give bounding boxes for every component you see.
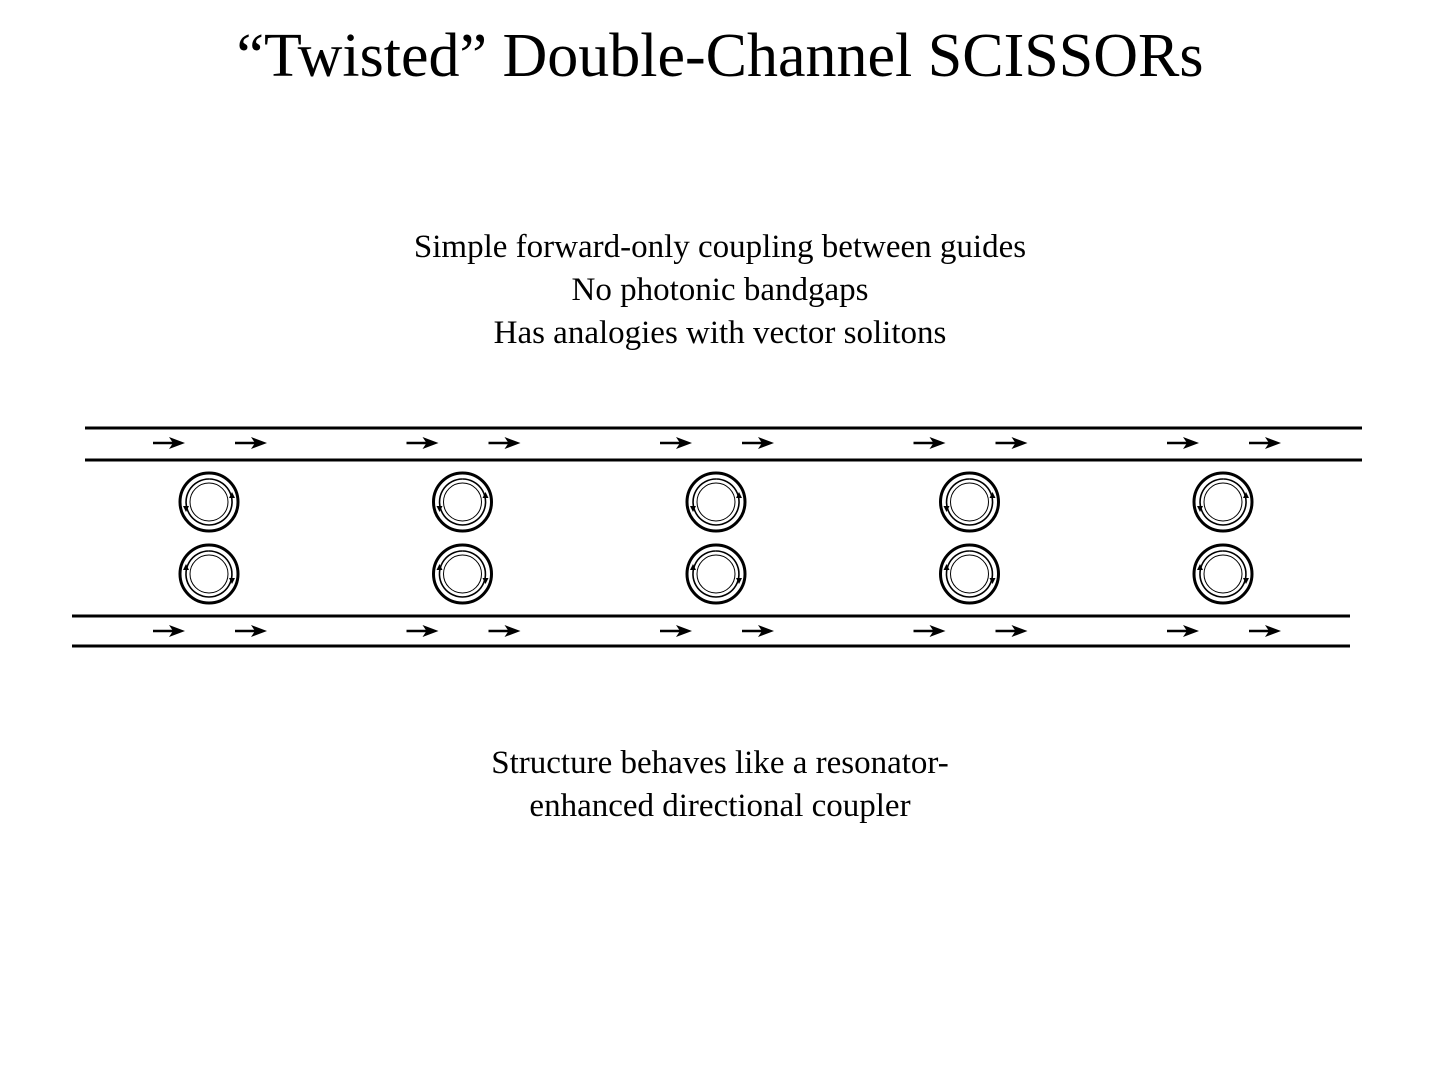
scissor-diagram bbox=[72, 426, 1362, 648]
propagation-arrow-icon bbox=[406, 437, 439, 449]
propagation-arrow-icon bbox=[1249, 625, 1281, 637]
bullet-item: Simple forward-only coupling between gui… bbox=[413, 229, 1027, 265]
caption-line: enhanced directional coupler bbox=[529, 788, 911, 824]
ring-resonator-icon bbox=[432, 543, 493, 605]
propagation-arrow-icon bbox=[235, 625, 267, 637]
bullet-list: Simple forward-only coupling between gui… bbox=[0, 226, 1440, 355]
propagation-arrow-icon bbox=[153, 437, 185, 449]
propagation-arrow-icon bbox=[660, 625, 692, 637]
propagation-arrow-icon bbox=[913, 437, 946, 449]
propagation-arrow-icon bbox=[660, 437, 692, 449]
propagation-arrow-icon bbox=[995, 437, 1028, 449]
caption-line: Structure behaves like a resonator- bbox=[491, 745, 949, 781]
propagation-arrow-icon bbox=[406, 625, 439, 637]
propagation-arrow-icon bbox=[742, 625, 774, 637]
propagation-arrow-icon bbox=[995, 625, 1028, 637]
caption: Structure behaves like a resonator- enha… bbox=[0, 742, 1440, 828]
resonator-rings bbox=[178, 471, 1254, 605]
ring-resonator-icon bbox=[178, 543, 240, 605]
ring-resonator-icon bbox=[939, 543, 1000, 605]
propagation-arrow-icon bbox=[1249, 437, 1281, 449]
ring-resonator-icon bbox=[1192, 471, 1254, 533]
propagation-arrow-icon bbox=[1167, 625, 1199, 637]
ring-resonator-icon bbox=[432, 471, 493, 533]
propagation-arrow-icon bbox=[235, 437, 267, 449]
bottom-waveguide bbox=[72, 614, 1350, 648]
ring-resonator-icon bbox=[939, 471, 1000, 533]
slide-title: “Twisted” Double-Channel SCISSORs bbox=[236, 22, 1204, 90]
propagation-arrow-icon bbox=[1167, 437, 1199, 449]
bullet-item: Has analogies with vector solitons bbox=[493, 315, 947, 351]
ring-resonator-icon bbox=[685, 471, 747, 533]
bullet-item: No photonic bandgaps bbox=[571, 272, 869, 308]
ring-resonator-icon bbox=[1192, 543, 1254, 605]
propagation-arrow-icon bbox=[913, 625, 946, 637]
top-waveguide bbox=[85, 426, 1362, 462]
propagation-arrow-icon bbox=[153, 625, 185, 637]
ring-resonator-icon bbox=[685, 543, 747, 605]
propagation-arrow-icon bbox=[488, 437, 521, 449]
propagation-arrows bbox=[153, 437, 1281, 637]
ring-resonator-icon bbox=[178, 471, 240, 533]
propagation-arrow-icon bbox=[488, 625, 521, 637]
propagation-arrow-icon bbox=[742, 437, 774, 449]
